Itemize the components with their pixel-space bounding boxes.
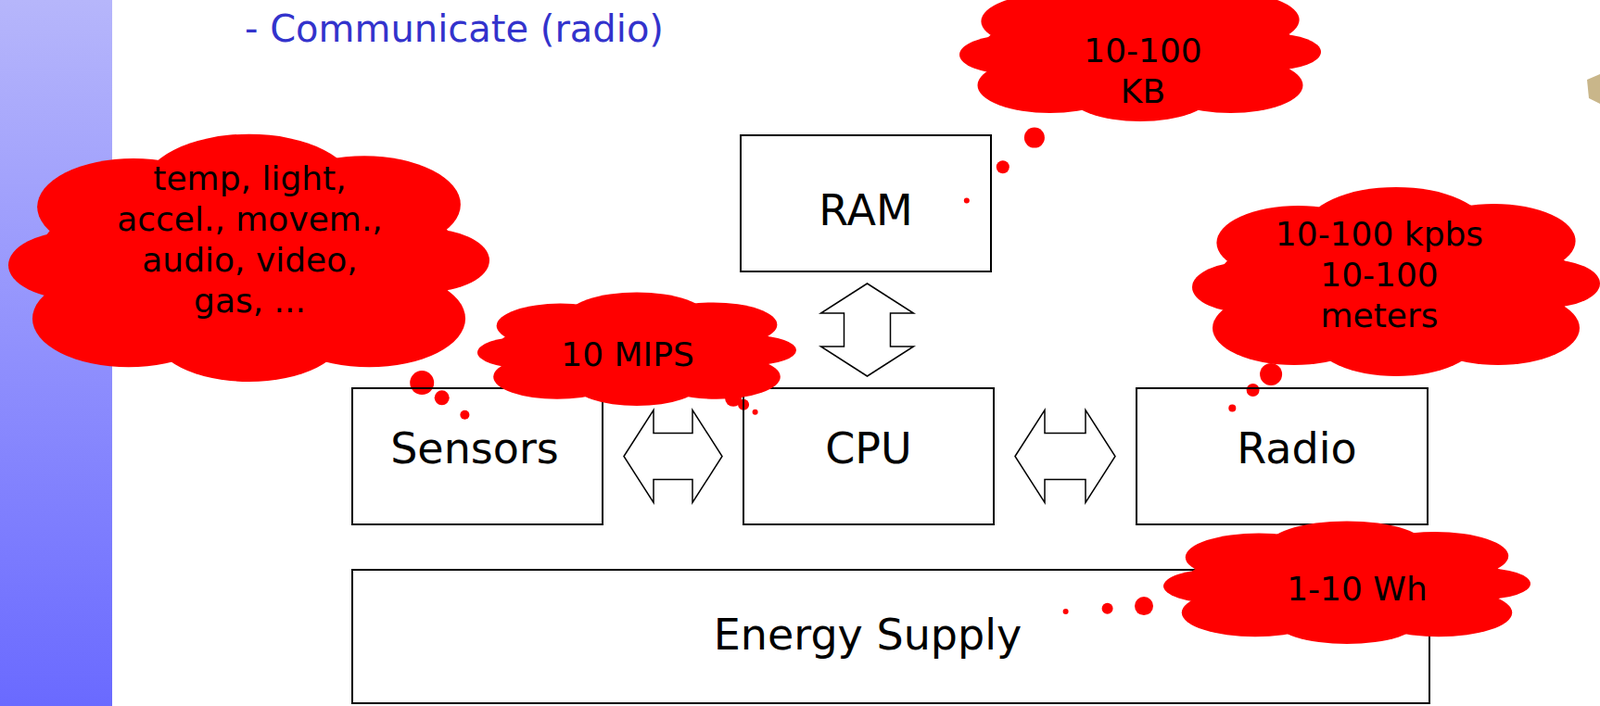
thought-dots [1063, 596, 1154, 616]
cloud-callout: temp, light, accel., movem., audio, vide… [8, 139, 490, 382]
bullet-heading: - Communicate (radio) [244, 7, 664, 51]
cloud-callout: 10-100 kpbs 10-100 meters [1192, 190, 1600, 377]
thought-dot [409, 370, 434, 395]
text-wrap: Sensors [353, 389, 602, 524]
box-label: CPU [825, 424, 913, 474]
thought-dots [409, 370, 470, 420]
text-wrap: temp, light, accel., movem., audio, vide… [8, 139, 490, 382]
callout-text: 1-10 Wh [1286, 569, 1428, 610]
text-wrap: 10-100 KB [959, 0, 1321, 122]
callout-text: temp, light, accel., movem., audio, vide… [111, 158, 390, 322]
thought-dot [1259, 363, 1283, 386]
component-box: Radio [1135, 387, 1429, 526]
thought-dot [964, 198, 970, 204]
text-wrap: RAM [741, 136, 991, 271]
photo-fragment [1587, 74, 1600, 104]
thought-dot [459, 410, 470, 420]
text-wrap: Radio [1137, 389, 1427, 524]
callout-text: 10 MIPS [560, 334, 695, 376]
callout-text: 10-100 KB [1073, 30, 1213, 113]
cloud-callout: 10-100 KB [959, 0, 1321, 122]
thought-dot [1102, 603, 1114, 615]
thought-dot [434, 390, 450, 406]
text-wrap: 10 MIPS [477, 294, 797, 407]
double-block-arrow [623, 410, 723, 504]
thought-dot [1063, 609, 1069, 615]
component-box: Sensors [351, 387, 604, 526]
thought-dot [996, 160, 1010, 174]
component-box: RAM [739, 134, 992, 273]
callout-text: 10-100 kpbs 10-100 meters [1268, 214, 1491, 337]
double-block-arrow [1015, 410, 1116, 504]
cloud-callout: 10 MIPS [477, 294, 797, 407]
component-box: CPU [742, 387, 995, 526]
text-wrap: CPU [744, 389, 993, 524]
thought-dot [1024, 127, 1045, 149]
box-label: Energy Supply [713, 610, 1022, 661]
double-block-arrow [821, 283, 915, 377]
text-wrap: 1-10 Wh [1163, 523, 1531, 645]
thought-dot [1246, 383, 1260, 397]
thought-dot [1228, 404, 1236, 412]
cloud-callout: 1-10 Wh [1163, 523, 1531, 645]
thought-dot [1134, 596, 1154, 616]
thought-dot [752, 409, 759, 416]
box-label: Sensors [390, 424, 559, 474]
text-wrap: 10-100 kpbs 10-100 meters [1192, 190, 1600, 377]
thought-dots [964, 127, 1045, 204]
box-label: Radio [1236, 424, 1357, 474]
box-label: RAM [818, 186, 913, 236]
